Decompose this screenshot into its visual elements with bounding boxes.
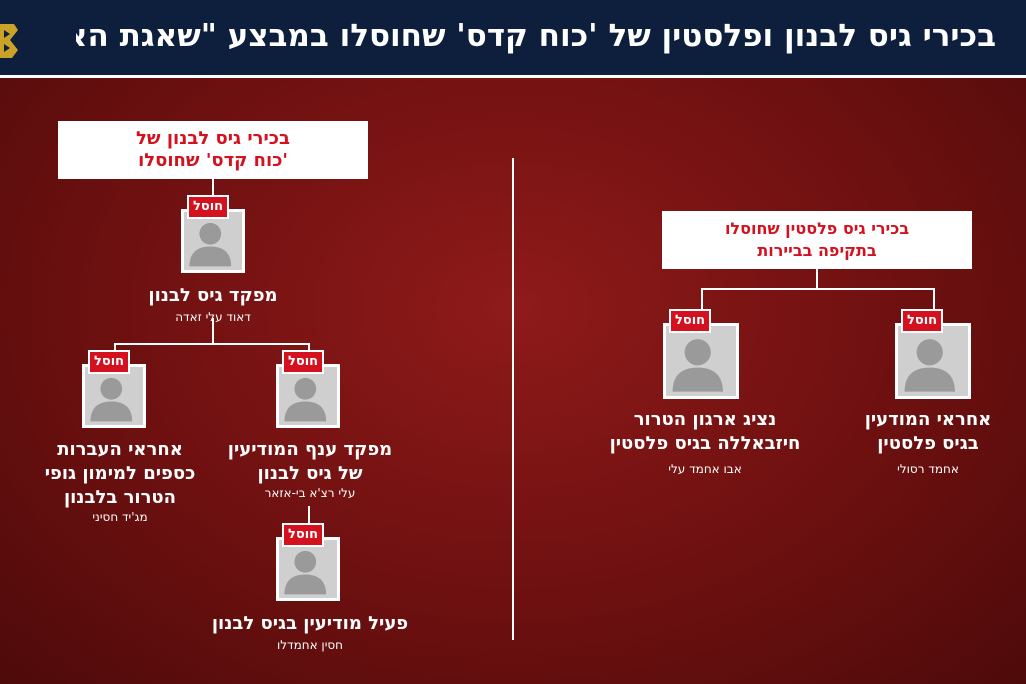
connector [933,288,935,324]
page-title: בכירי גיס לבנון ופלסטין של 'כוח קדס' שחו… [76,18,996,54]
role-label: מפקד גיס לבנון [148,285,278,306]
left-tree-title-line2: 'כוח קדס' שחוסלו [138,150,288,171]
center-divider [512,158,514,640]
eliminated-badge: חוסל [187,195,230,219]
eliminated-badge: חוסל [282,350,325,374]
person-name: אבו אחמד עלי [668,462,742,476]
node-lebanon-intel-operative: חוסל [276,523,340,601]
person-silhouette-icon [284,377,327,422]
person-silhouette-icon [904,339,955,392]
person-silhouette-icon [672,339,723,392]
connector [308,506,310,536]
person-name: אחמד רסולי [897,462,959,476]
person-silhouette-icon [90,377,133,422]
person-silhouette-icon [189,222,232,267]
connector [212,179,214,209]
node-lebanon-intel-chief: חוסל [276,350,340,428]
right-tree-title: בכירי גיס פלסטין שחוסלו בתקיפה בביירות [662,211,972,269]
connector [816,269,818,289]
person-name: דאוד עלי זאדה [175,310,251,324]
eliminated-badge: חוסל [88,350,131,374]
node-lebanon-commander: חוסל [181,195,245,273]
avatar [181,209,245,273]
connector [212,318,214,344]
right-tree-title-line1: בכירי גיס פלסטין שחוסלו [724,219,910,238]
role-label: נציג ארגון הטרור חיזבאללה בגיס פלסטין [609,409,801,454]
node-palestine-hezbollah-rep: חוסל [663,309,739,399]
node-lebanon-finance: חוסל [82,350,146,428]
connector [701,288,935,290]
right-tree-title-line2: בתקיפה בביירות [757,241,877,260]
eliminated-badge: חוסל [282,523,325,547]
role-label: מפקד ענף המודיעין של גיס לבנון [227,439,393,484]
idf-emblem-icon [0,24,18,58]
connector [701,288,703,324]
left-tree-title-line1: בכירי גיס לבנון של [136,128,290,149]
eliminated-badge: חוסל [901,309,944,333]
avatar [663,323,739,399]
person-name: חסין אחמדלו [276,638,344,652]
eliminated-badge: חוסל [669,309,712,333]
role-label: אחראי המודעין בגיס פלסטין [864,409,992,454]
avatar [895,323,971,399]
person-silhouette-icon [284,550,327,595]
left-tree-title: בכירי גיס לבנון של 'כוח קדס' שחוסלו [58,121,368,179]
node-palestine-intel-chief: חוסל [895,309,971,399]
role-label: פעיל מודיעין בגיס לבנון [211,613,409,634]
avatar [276,537,340,601]
header-bar: בכירי גיס לבנון ופלסטין של 'כוח קדס' שחו… [0,0,1026,78]
person-name: מג'יד חסיני [92,510,148,524]
role-label: אחראי העברות כספים למימון גופי הטרור בלב… [44,439,196,508]
connector [114,343,310,345]
person-name: עלי רצ'א בי-אזאר [264,486,356,500]
